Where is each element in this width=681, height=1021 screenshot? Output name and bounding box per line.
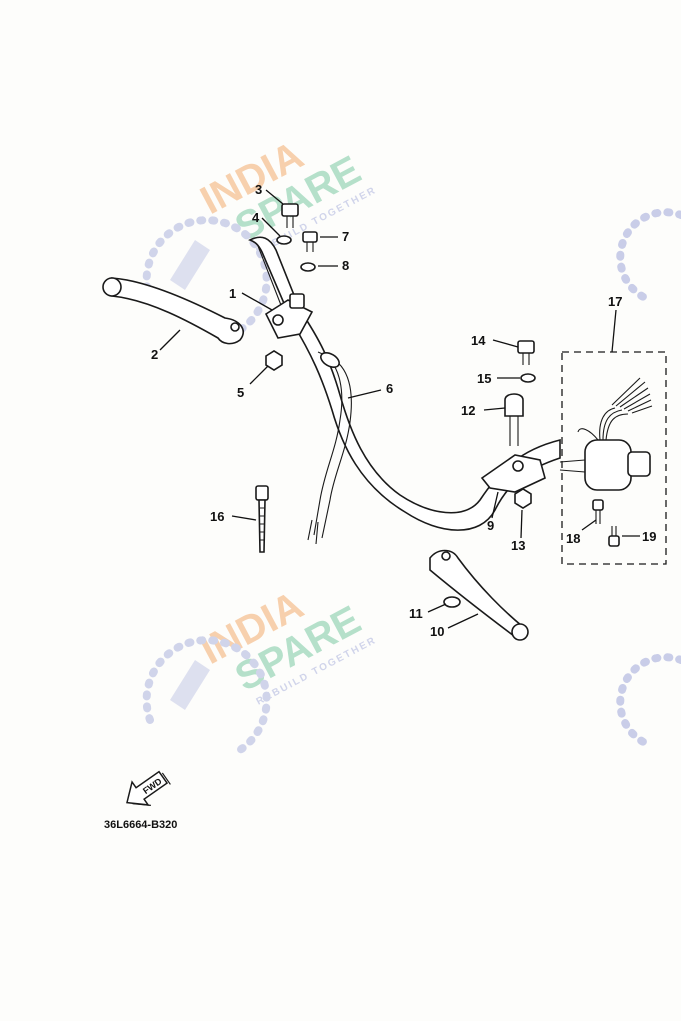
leader-lines: [159, 189, 640, 629]
callout-16: 16: [210, 509, 224, 524]
callout-10: 10: [430, 624, 444, 639]
washer-15: [520, 373, 536, 383]
fwd-arrow-icon: FWD: [126, 770, 171, 806]
callout-9: 9: [487, 518, 494, 533]
callout-1: 1: [229, 286, 236, 301]
callout-19: 19: [642, 529, 656, 544]
callout-3: 3: [255, 182, 262, 197]
callout-2: 2: [151, 347, 158, 362]
washer-4: [276, 235, 292, 245]
part-code-label: 36L6664-B320: [104, 819, 177, 831]
clamp-tie-16: [255, 485, 269, 553]
screw-19: [608, 526, 620, 547]
nut-13: [514, 488, 532, 509]
callout-18: 18: [566, 531, 580, 546]
callout-13: 13: [511, 538, 525, 553]
callout-8: 8: [342, 258, 349, 273]
callout-17: 17: [608, 294, 622, 309]
handlebar-switch-17: [559, 377, 653, 491]
washer-8: [300, 262, 316, 272]
screw-18: [592, 499, 604, 524]
bolt-14: [517, 340, 535, 365]
right-lever-holder: [480, 454, 546, 493]
switch-assembly-box: [561, 351, 667, 565]
bolt-3: [281, 203, 299, 228]
callout-4: 4: [252, 210, 260, 225]
pivot-bolt-12: [504, 393, 524, 446]
callout-5: 5: [237, 385, 244, 400]
callout-7: 7: [342, 229, 349, 244]
callout-14: 14: [471, 333, 486, 348]
left-lever-holder: [264, 293, 314, 339]
callout-labels: 1 2 3 4 5 6 7 8 9 10 11 12 13 14 15 16 1…: [151, 182, 656, 639]
callout-11: 11: [409, 606, 423, 621]
watermark-bottom: INDIA SPARE REBUILD TOGETHER: [142, 583, 379, 754]
callout-12: 12: [461, 403, 475, 418]
nut-5: [265, 350, 283, 371]
bolt-7: [302, 231, 318, 252]
right-lever: [429, 549, 529, 641]
watermark-edge-bottom: [616, 653, 681, 749]
watermark-edge-top: [616, 208, 681, 304]
collar-11: [443, 596, 461, 608]
callout-15: 15: [477, 371, 491, 386]
callout-6: 6: [386, 381, 393, 396]
switch-cable: [307, 351, 352, 545]
left-lever: [102, 277, 244, 345]
